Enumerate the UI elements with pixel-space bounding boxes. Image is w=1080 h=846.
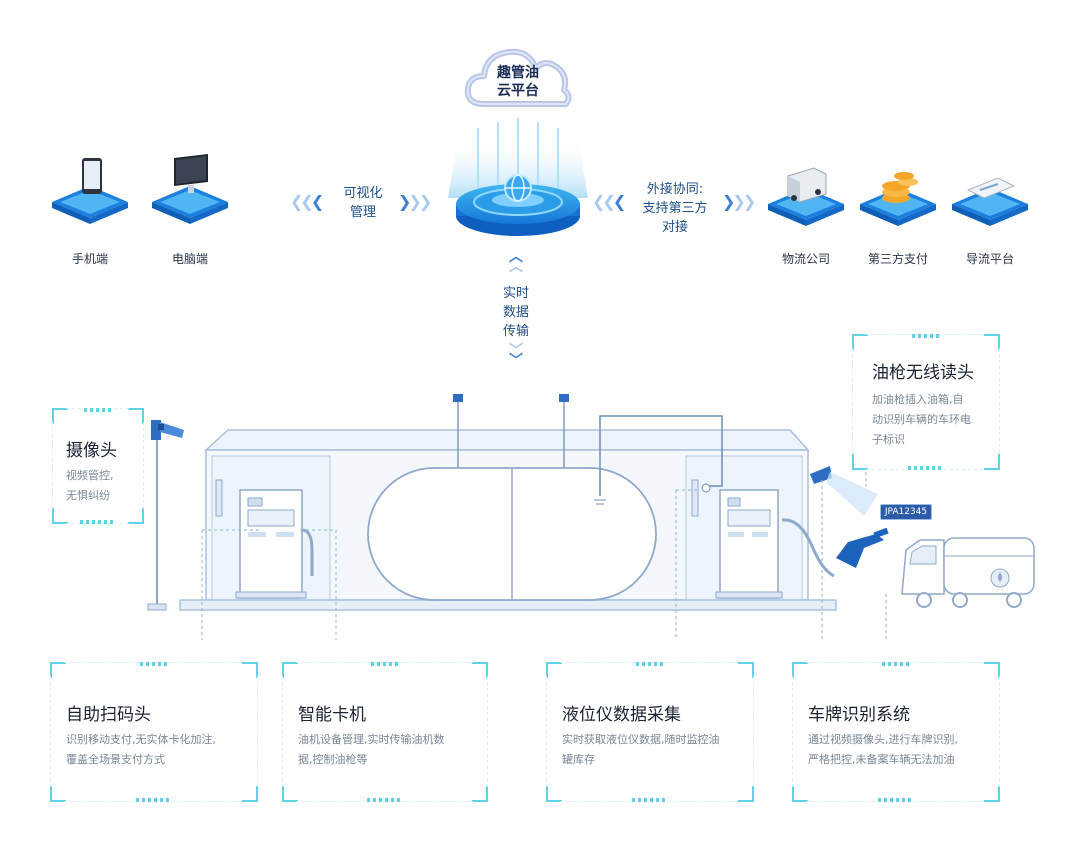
device-pc	[148, 152, 232, 224]
partner-label-traffic: 导流平台	[965, 252, 1014, 266]
card-plate-recognition-desc1: 通过视频摄像头,进行车牌识别,	[808, 733, 958, 746]
platform-icon	[448, 118, 588, 236]
card-reader-desc3: 子标识	[872, 433, 905, 446]
device-label-phone: 手机端	[71, 252, 108, 266]
fuel-nozzle-icon	[836, 527, 889, 568]
card-card-machine-desc2: 据,控制油枪等	[298, 753, 368, 766]
card-camera: 摄像头 视频管控, 无惧纠纷	[52, 408, 144, 524]
visual-management-line1: 可视化	[343, 186, 383, 201]
third-party-label: 外接协同: 支持第三方 对接	[630, 180, 720, 237]
device-phone	[48, 152, 132, 224]
chevron-right-icon: ❯❯❯	[398, 192, 432, 211]
partner-label-logistics: 物流公司	[781, 252, 830, 266]
card-smart-card-machine: 智能卡机 油机设备管理,实时传输油机数 据,控制油枪等	[282, 662, 488, 802]
server-platform	[438, 118, 598, 246]
card-camera-desc1: 视频管控,	[66, 469, 114, 482]
partner-logistics	[764, 160, 848, 226]
card-reader-desc2: 动识别车辆的车环电	[872, 413, 971, 426]
camera-pole	[147, 420, 184, 611]
chevron-left-icon: ❮❮❮	[592, 192, 626, 211]
card-scanner: 自助扫码头 识别移动支付,无实体卡化加注, 覆盖全场景支付方式	[50, 662, 258, 802]
partner-traffic	[948, 160, 1032, 226]
device-label-pc: 电脑端	[171, 252, 208, 266]
visual-management-line2: 管理	[349, 205, 376, 220]
phone-icon	[52, 158, 128, 224]
card-scanner-desc1: 识别移动支付,无实体卡化加注,	[66, 733, 216, 746]
chevron-down-icon: ﹀﹀	[509, 343, 523, 369]
cloud-title-line2: 云平台	[497, 83, 539, 99]
license-plate: JPA12345	[880, 504, 932, 520]
ticket-icon	[952, 177, 1028, 226]
card-reader: 油枪无线读头 加油枪插入油箱,自 动识别车辆的车环电 子标识	[852, 334, 1000, 470]
third-party-line2: 支持第三方	[642, 201, 708, 216]
card-card-machine-desc1: 油机设备管理,实时传输油机数	[298, 733, 445, 746]
card-level-gauge-desc2: 罐库存	[562, 753, 595, 766]
third-party-line3: 对接	[661, 220, 688, 235]
cloud-platform: 趣管油 云平台	[462, 40, 574, 114]
card-reader-title: 油枪无线读头	[872, 363, 974, 383]
tank-truck	[901, 537, 1035, 608]
monitor-icon	[152, 154, 228, 224]
chevron-up-icon: ︿︿	[509, 249, 523, 275]
coins-icon	[860, 172, 936, 226]
card-level-gauge-title: 液位仪数据采集	[562, 705, 681, 725]
realtime-line2: 数据	[502, 305, 529, 320]
realtime-transfer-label: 实时 数据 传输	[495, 284, 537, 341]
fuel-pump-right	[691, 479, 835, 599]
third-party-line1: 外接协同:	[646, 182, 704, 197]
card-card-machine-title: 智能卡机	[298, 705, 366, 725]
cloud-title-line1: 趣管油	[497, 65, 539, 81]
card-camera-desc2: 无惧纠纷	[66, 489, 110, 502]
chevron-right-icon: ❯❯❯	[722, 192, 756, 211]
card-scanner-title: 自助扫码头	[66, 705, 151, 725]
card-level-gauge-desc1: 实时获取液位仪数据,随时监控油	[562, 733, 720, 746]
partner-label-payment: 第三方支付	[867, 252, 928, 266]
card-reader-desc1: 加油枪插入油箱,自	[872, 393, 964, 406]
realtime-line3: 传输	[502, 324, 529, 339]
cloud-icon	[464, 48, 572, 107]
plate-camera	[810, 466, 878, 516]
card-plate-recognition-desc2: 严格把控,未备案车辆无法加油	[808, 753, 955, 766]
partner-payment	[856, 160, 940, 226]
chevron-left-icon: ❮❮❮	[290, 192, 324, 211]
card-camera-title: 摄像头	[66, 441, 117, 461]
station-illustration	[147, 394, 1035, 640]
visual-management-label: 可视化 管理	[336, 184, 390, 222]
card-plate-recognition: 车牌识别系统 通过视频摄像头,进行车牌识别, 严格把控,未备案车辆无法加油	[792, 662, 1000, 802]
fuel-pump-left	[215, 479, 314, 599]
truck-icon	[768, 167, 844, 226]
card-plate-recognition-title: 车牌识别系统	[808, 705, 910, 725]
fuel-tank	[367, 394, 723, 601]
card-scanner-desc2: 覆盖全场景支付方式	[66, 753, 165, 766]
realtime-line1: 实时	[502, 286, 529, 301]
card-level-gauge: 液位仪数据采集 实时获取液位仪数据,随时监控油 罐库存	[546, 662, 754, 802]
